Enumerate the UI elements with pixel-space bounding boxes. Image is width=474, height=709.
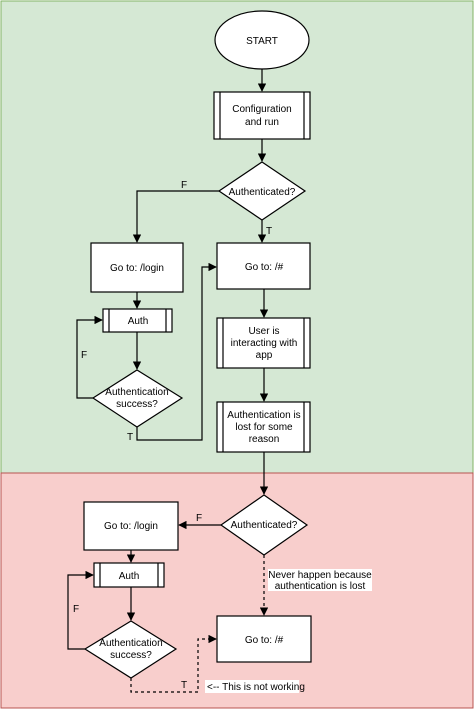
top-zone bbox=[0, 0, 474, 474]
goto-hash-box bbox=[216, 242, 311, 290]
never-happen-label-1: Never happen because bbox=[268, 570, 372, 581]
auth-check-decision bbox=[217, 161, 307, 221]
auth-success-decision bbox=[91, 369, 184, 428]
lost-process bbox=[216, 401, 311, 453]
bottom-auth-check-false-label: F bbox=[196, 513, 202, 524]
edge-bottom-success-true-broken bbox=[130, 634, 217, 693]
bottom-goto-hash-box bbox=[216, 615, 312, 663]
edge-authcheck-false bbox=[132, 190, 219, 243]
goto-login-box bbox=[90, 242, 184, 293]
auth-success-label-1: Authentication bbox=[105, 387, 168, 398]
auth-check-label: Authenticated? bbox=[229, 187, 296, 198]
bottom-zone bbox=[0, 472, 474, 709]
edge-success-false-loop bbox=[76, 315, 103, 399]
interact-label-3: app bbox=[256, 350, 273, 361]
bottom-auth-check-label: Authenticated? bbox=[231, 520, 298, 531]
lost-label-1: Authentication is bbox=[227, 410, 300, 421]
bottom-auth-success-label-2: success? bbox=[110, 650, 152, 661]
auth-success-true-label: T bbox=[127, 432, 133, 443]
bottom-goto-hash-label: Go to: /# bbox=[245, 635, 284, 646]
edge-success-true bbox=[136, 262, 217, 441]
lost-label-3: reason bbox=[249, 434, 280, 445]
goto-hash-label: Go to: /# bbox=[245, 262, 284, 273]
config-process bbox=[213, 91, 311, 140]
not-working-label-bg bbox=[205, 680, 299, 693]
start-node bbox=[214, 10, 310, 70]
bottom-auth-check-decision bbox=[219, 494, 309, 556]
bottom-auth-success-false-label: F bbox=[73, 604, 79, 615]
auth-success-false-label: F bbox=[81, 350, 87, 361]
bottom-auth-success-label-1: Authentication bbox=[99, 638, 162, 649]
auth-success-label-2: success? bbox=[116, 399, 158, 410]
start-label: START bbox=[246, 36, 278, 47]
auth-label: Auth bbox=[128, 316, 149, 327]
edge-bottom-success-false-loop bbox=[67, 570, 94, 650]
bottom-goto-login-label: Go to: /login bbox=[104, 521, 158, 532]
auth-check-false-label: F bbox=[181, 180, 187, 191]
never-happen-label-2: authentication is lost bbox=[275, 581, 366, 592]
bottom-auth-label: Auth bbox=[119, 571, 140, 582]
not-working-label: <-- This is not working bbox=[207, 682, 305, 693]
auth-check-true-label: T bbox=[266, 226, 272, 237]
config-label-2: and run bbox=[245, 117, 279, 128]
interact-label-2: interacting with bbox=[231, 338, 298, 349]
interact-process bbox=[216, 317, 311, 369]
never-happen-label-bg bbox=[268, 569, 372, 591]
bottom-auth-success-decision bbox=[83, 620, 178, 679]
auth-process bbox=[102, 308, 173, 333]
config-label-1: Configuration bbox=[232, 104, 291, 115]
interact-label-1: User is bbox=[248, 326, 279, 337]
lost-label-2: lost for some bbox=[235, 422, 293, 433]
bottom-goto-login-box bbox=[83, 501, 179, 551]
goto-login-label: Go to: /login bbox=[110, 263, 164, 274]
bottom-auth-process bbox=[93, 562, 165, 588]
bottom-auth-success-true-label: T bbox=[181, 680, 187, 691]
